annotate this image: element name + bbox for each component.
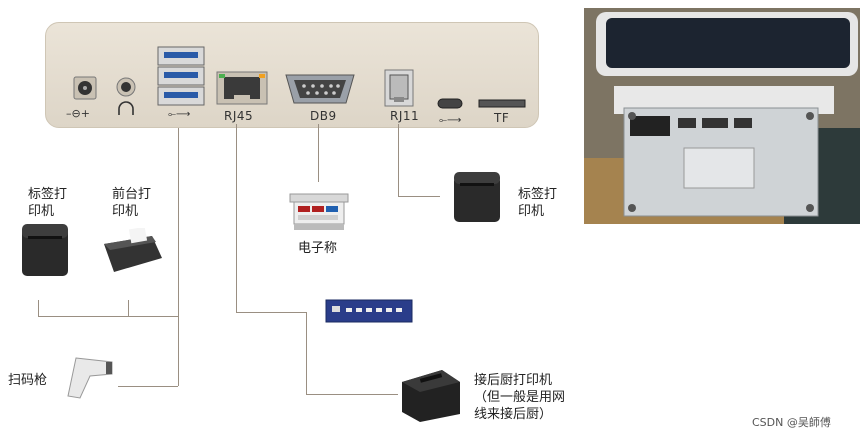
scale-caption: 电子称 — [298, 241, 338, 256]
connector-panel: –⊖+ ⟜⟶ RJ45 DB9 RJ11 — [45, 22, 539, 128]
pos-device-photo — [584, 8, 860, 224]
front-printer-drop-line — [128, 300, 129, 316]
rj11-port-icon — [384, 69, 414, 107]
svg-text:–⊖+: –⊖+ — [66, 107, 90, 120]
barcode-scanner-icon — [67, 357, 113, 399]
scanner-branch-line — [118, 386, 178, 387]
printer-branch-line — [38, 316, 178, 317]
rj45-connector-line — [236, 124, 237, 312]
pos-device-illustration — [584, 8, 860, 224]
scanner-caption: 扫码枪 — [8, 373, 48, 388]
kitchen-printer-icon — [402, 370, 460, 422]
kitchen-printer-caption: 接后厨打印机 （但一般是用网 线来接后厨） — [474, 373, 566, 422]
label-printer-right-icon — [454, 172, 500, 222]
rj45-label: RJ45 — [224, 109, 254, 123]
rj11-label: RJ11 — [390, 109, 420, 123]
kitchen-drop-line — [306, 312, 307, 394]
front-printer-caption: 前台打 印机 — [112, 187, 152, 219]
label-printer-left-icon — [22, 224, 68, 276]
db9-port-icon — [285, 74, 355, 104]
tf-label: TF — [494, 111, 510, 125]
kitchen-branch-line — [306, 394, 398, 395]
rj45-branch-line — [236, 312, 306, 313]
db9-label: DB9 — [310, 109, 337, 123]
watermark: CSDN @吴師傅 — [752, 416, 831, 429]
usb-c-port-icon: ⟜⟶ — [437, 98, 463, 126]
usb-connector-line — [178, 128, 179, 386]
usb-port-stack-icon: ⟜⟶ — [157, 46, 205, 120]
rj11-connector-line — [398, 124, 399, 196]
svg-text:⟜⟶: ⟜⟶ — [439, 115, 461, 126]
svg-text:⟜⟶: ⟜⟶ — [168, 109, 190, 120]
audio-jack-icon — [116, 77, 136, 115]
dc-power-port-icon: –⊖+ — [66, 76, 97, 120]
label-printer-drop-line — [38, 300, 39, 316]
db9-connector-line — [318, 124, 319, 182]
network-switch-icon — [325, 299, 413, 323]
label-printer-left-caption: 标签打 印机 — [28, 187, 68, 219]
tf-slot-icon — [478, 99, 526, 108]
rj11-branch-line — [398, 196, 440, 197]
front-printer-icon — [104, 228, 162, 272]
label-printer-right-caption: 标签打 印机 — [518, 187, 558, 219]
electronic-scale-icon — [289, 193, 349, 230]
rj45-port-icon — [216, 71, 268, 105]
